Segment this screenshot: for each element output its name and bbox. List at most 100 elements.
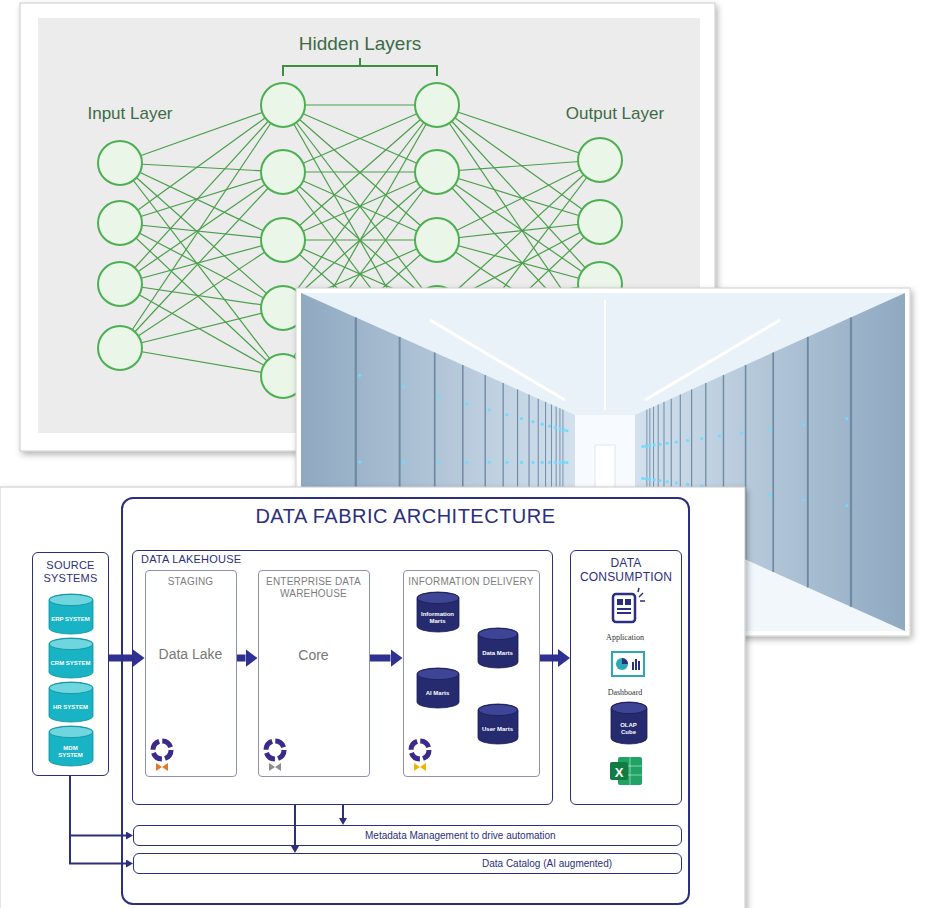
network-link — [120, 240, 283, 284]
cylinder-shape — [478, 704, 518, 744]
rack-light — [548, 461, 551, 464]
neuron — [578, 138, 622, 182]
cylinder-label: CRM SYSTEM — [51, 660, 91, 667]
neuron — [98, 141, 142, 185]
link-arrow — [70, 776, 126, 864]
cylinder-label: User Marts — [482, 726, 513, 733]
rack-light — [658, 479, 661, 482]
data-fabric-panel — [0, 487, 745, 908]
network-link — [283, 105, 437, 308]
layer-label: Output Layer — [535, 104, 695, 124]
rack-light — [686, 439, 689, 442]
network-link — [120, 240, 283, 348]
cylinder-shape — [49, 594, 93, 634]
source-cylinder: MDM SYSTEM — [49, 726, 93, 766]
rack-light — [565, 429, 568, 432]
neuron — [415, 150, 459, 194]
rack-light — [666, 480, 669, 483]
rack-light — [465, 461, 468, 464]
rack-light — [653, 443, 656, 446]
rack-light — [686, 483, 689, 486]
logo — [153, 741, 171, 771]
link-arrow — [342, 805, 344, 818]
dashboard-icon — [612, 652, 644, 676]
network-link — [120, 348, 283, 376]
cylinder-label: ERP SYSTEM — [51, 616, 90, 623]
link-arrow — [70, 776, 126, 836]
neuron — [98, 326, 142, 370]
flow-arrow — [370, 655, 391, 662]
rack-light — [648, 478, 651, 481]
network-link — [120, 172, 283, 284]
neuron — [98, 262, 142, 306]
rack-light — [488, 461, 491, 464]
network-link — [283, 105, 437, 240]
box-heading: ENTERPRISE DATA WAREHOUSE — [263, 576, 365, 600]
rack-light — [541, 461, 544, 464]
rack-edge — [772, 353, 774, 572]
logo — [411, 741, 429, 771]
network-link — [120, 172, 283, 223]
neuron — [98, 201, 142, 245]
neuron — [415, 218, 459, 262]
source-cylinder: ERP SYSTEM — [49, 594, 93, 634]
box-body-text: Data Lake — [150, 588, 232, 772]
layer-label: Input Layer — [55, 104, 205, 124]
lakehouse-group: DATA LAKEHOUSESTAGINGData LakeENTERPRISE… — [132, 550, 553, 805]
box-body-text: Core — [263, 600, 365, 772]
rack-light — [845, 504, 848, 507]
rack-light — [506, 413, 509, 416]
rack-light — [658, 443, 661, 446]
rack-light — [554, 461, 557, 464]
neuron — [578, 200, 622, 244]
rack-light — [644, 445, 647, 448]
network-link — [437, 240, 600, 284]
network-link — [283, 104, 437, 105]
rack-light — [402, 385, 405, 388]
icon-caption: Application — [606, 633, 644, 642]
neuron — [261, 83, 305, 127]
rack-light — [845, 417, 848, 420]
box-heading: SOURCE SYSTEMS — [36, 559, 105, 585]
rack-light — [802, 498, 805, 501]
network-link — [120, 163, 283, 308]
layer-bracket — [283, 58, 437, 76]
neuron — [261, 150, 305, 194]
cylinder-shape — [49, 682, 93, 722]
network-link — [120, 308, 283, 348]
consumption-group: DATA CONSUMPTION OLAP Cube — [570, 550, 682, 805]
rack-light — [541, 423, 544, 426]
stage-box: ENTERPRISE DATA WAREHOUSECore — [258, 570, 370, 777]
band-label: Data Catalog (AI augmented) — [482, 858, 612, 870]
rack-light — [402, 461, 405, 464]
box-heading: DATA CONSUMPTION — [575, 556, 677, 585]
rack-light — [641, 445, 644, 448]
rack-light — [653, 478, 656, 481]
cylinder-label: Data Marts — [482, 650, 513, 657]
cylinder-label: AI Marts — [426, 690, 450, 697]
rack-light — [559, 427, 562, 430]
icon-caption: Application — [585, 626, 665, 644]
network-link — [437, 160, 600, 172]
rack-light — [700, 437, 703, 440]
band-label: Metadata Management to drive automation — [365, 830, 556, 842]
network-link — [437, 222, 600, 240]
cylinder-label: Information Marts — [419, 611, 457, 624]
network-link — [437, 172, 600, 222]
architecture-frame: DATA FABRIC ARCHITECTURE DATA LAKEHOUSEST… — [121, 497, 690, 905]
rack-light — [559, 461, 562, 464]
service-band: Metadata Management to drive automation — [133, 825, 682, 846]
network-link — [120, 223, 283, 308]
rack-light — [488, 408, 491, 411]
neuron — [415, 83, 459, 127]
flow-arrow — [540, 655, 559, 662]
rack-edge — [807, 337, 809, 588]
box-heading: DATA FABRIC ARCHITECTURE — [129, 504, 682, 528]
layer-label: Output Layer — [566, 104, 664, 123]
icon-caption: Dashboard — [608, 688, 643, 697]
source-cylinder: HR SYSTEM — [49, 682, 93, 722]
cube-cylinder: OLAP Cube — [611, 702, 647, 744]
mart-cylinder: Data Marts — [478, 628, 518, 668]
source-cylinder: CRM SYSTEM — [49, 638, 93, 678]
